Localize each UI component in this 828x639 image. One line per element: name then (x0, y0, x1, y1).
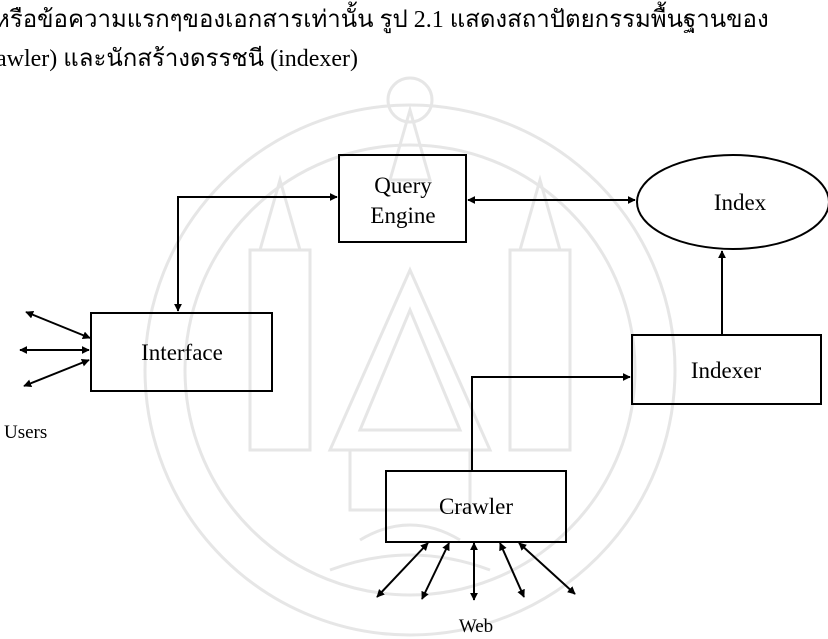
query-engine-label-line2: Engine (370, 203, 435, 228)
paragraph-line-2: awler) และนักสร้างดรรชนี (indexer) (0, 46, 359, 72)
index-ellipse (636, 154, 828, 250)
query-engine-label-line1: Query (374, 173, 432, 198)
users-arrow-lower (23, 358, 90, 388)
crawler-box (385, 470, 567, 543)
interface-label: Interface (141, 340, 223, 365)
index-label: Index (714, 190, 767, 215)
web-arrow-5 (518, 542, 576, 595)
web-arrow-2 (421, 542, 450, 600)
interface-query-engine-arrow (174, 193, 338, 312)
web-arrow-1 (376, 542, 429, 598)
interface-box (90, 312, 273, 392)
crawler-label: Crawler (439, 494, 513, 519)
indexer-label: Indexer (691, 358, 762, 383)
web-label: Web (459, 616, 493, 637)
indexer-box (631, 334, 822, 405)
paragraph-line-1: หรือข้อความแรกๆของเอกสารเท่านั้น รูป 2.1… (0, 7, 769, 33)
users-arrow-upper (25, 311, 91, 339)
crawler-indexer-arrow (471, 373, 631, 471)
users-label: Users (4, 422, 47, 443)
query-engine-box (338, 154, 467, 243)
web-arrow-4 (499, 542, 525, 598)
